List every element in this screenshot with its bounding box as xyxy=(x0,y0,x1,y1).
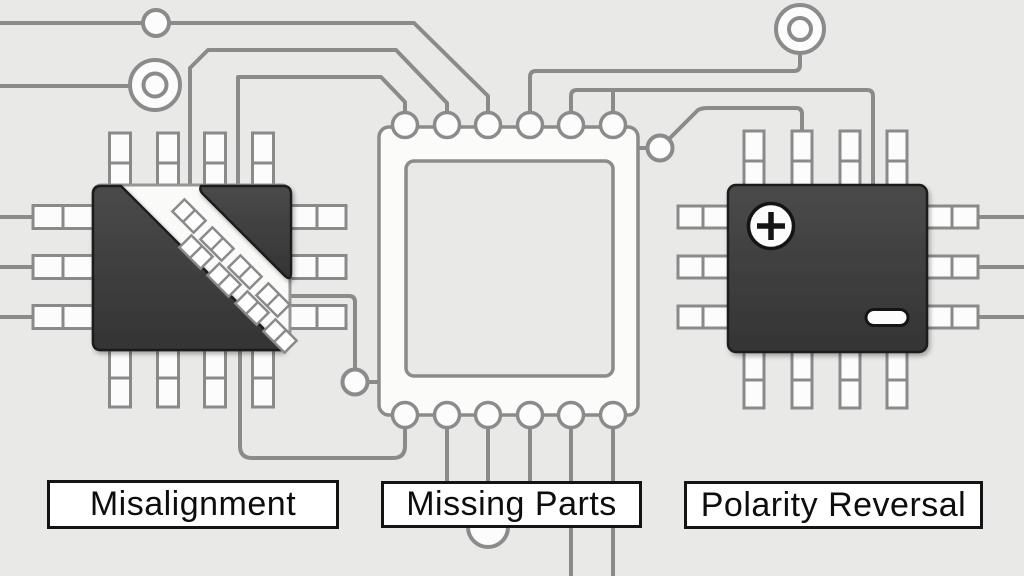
label-missing-parts: Missing Parts xyxy=(381,481,642,528)
trace-pad4-to-big-via xyxy=(528,29,802,120)
trace-chip1-to-pad1-top xyxy=(236,75,407,186)
ic-misaligned-exposed-pads xyxy=(170,197,299,355)
trace-chip1-to-pad1-bottom xyxy=(238,349,407,460)
via-double-top-right xyxy=(774,3,826,55)
vias xyxy=(128,3,826,549)
label-polarity-reversal: Polarity Reversal xyxy=(684,481,983,529)
trace-chip1-to-pad2 xyxy=(188,48,449,186)
label-misalignment-text: Misalignment xyxy=(89,485,297,523)
ic-polarity-pins xyxy=(676,129,980,410)
ic-misaligned xyxy=(31,131,348,409)
ic-misaligned-corner-upper xyxy=(199,184,293,280)
via-center xyxy=(645,133,675,163)
footprint-missing-part xyxy=(377,110,640,430)
via-double-left xyxy=(128,58,182,112)
footprint-pads xyxy=(390,110,628,430)
footprint-center-opening xyxy=(404,159,615,378)
label-misalignment: Misalignment xyxy=(47,480,339,529)
polarity-plus-icon xyxy=(746,201,796,251)
trace-via-to-chip2-pin2 xyxy=(638,106,804,150)
ic-polarity-reversed xyxy=(676,129,980,410)
ic-misaligned-pins xyxy=(31,131,348,409)
trace-pad5-to-chip2 xyxy=(569,88,875,186)
label-missing-parts-text: Missing Parts xyxy=(406,485,617,523)
label-polarity-reversal-text: Polarity Reversal xyxy=(700,485,967,524)
trace-chip1-to-via-footprint xyxy=(289,294,379,384)
trace-top-to-pad3 xyxy=(0,21,490,120)
via-left-of-footprint xyxy=(340,367,370,397)
polarity-minus-icon xyxy=(864,308,910,327)
via-small-top-left xyxy=(141,8,171,38)
